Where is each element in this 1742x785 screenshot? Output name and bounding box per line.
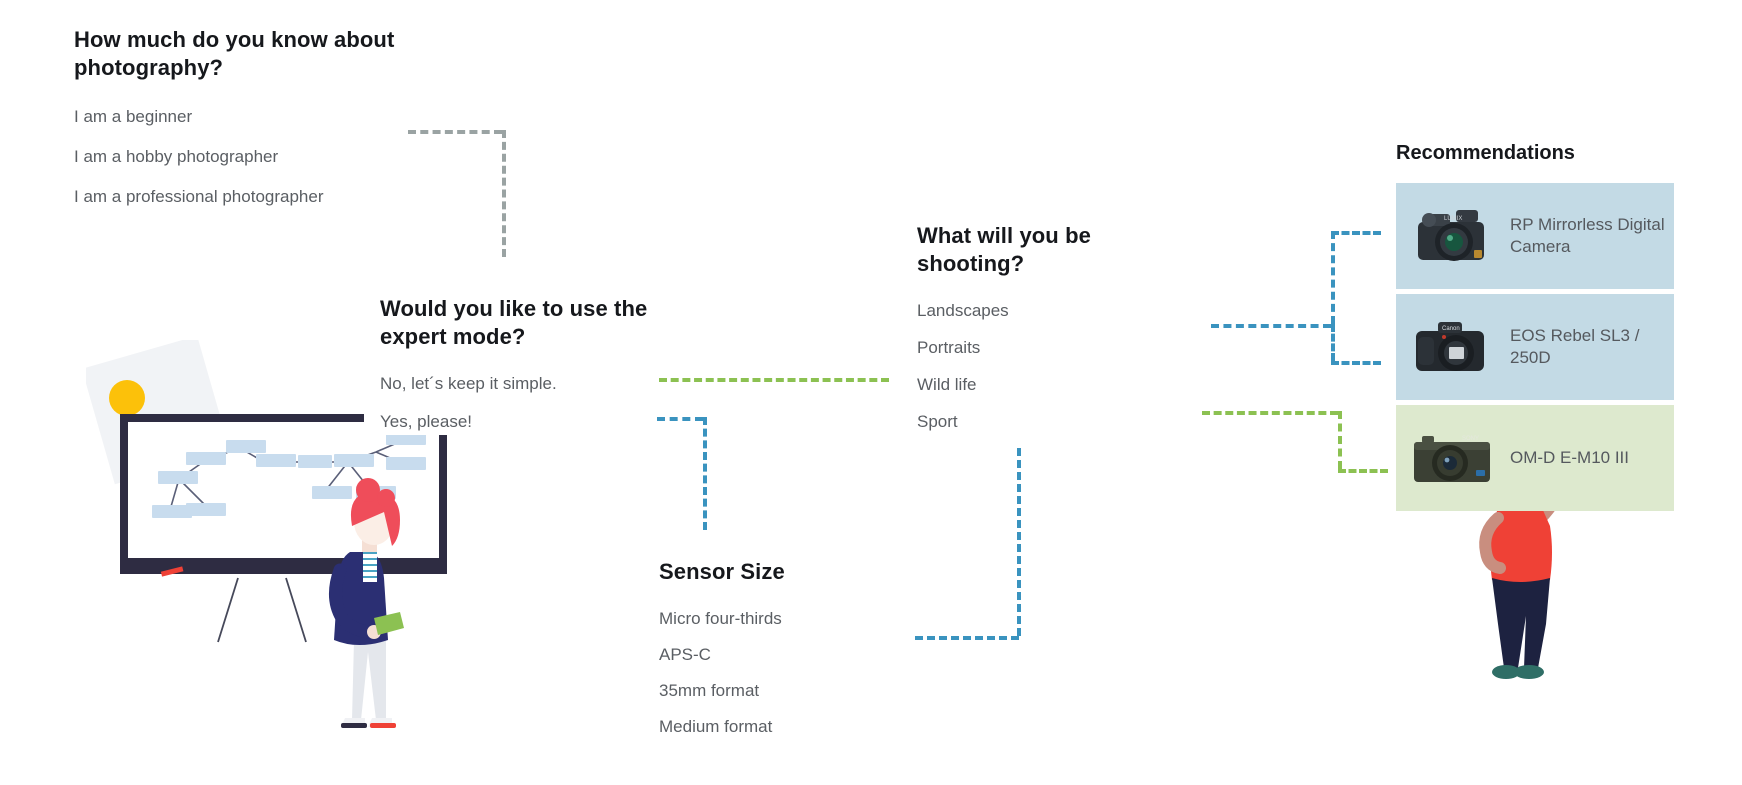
connector-rec-branch-vertical [1331,231,1335,324]
connector-rec-card3-horizontal-top [1202,411,1338,415]
option-professional-photographer[interactable]: I am a professional photographer [74,187,324,206]
camera-compact-icon: SONY [1404,418,1500,498]
connector-rec-card3-vertical [1338,411,1342,469]
connector-q2-yes-horizontal [657,417,703,421]
question-sensor-size: Sensor Size Micro four-thirds APS-C 35mm… [659,558,919,752]
question-title: Sensor Size [659,559,785,584]
connector-rec-branch-horizontal [1211,324,1331,328]
recommendation-label: OM-D E-M10 III [1510,448,1630,467]
connector-q3-vertical [1017,448,1021,636]
connector-rec-card3-horizontal-bottom [1338,469,1388,473]
option-35mm-format[interactable]: 35mm format [659,681,760,700]
option-landscapes[interactable]: Landscapes [917,301,1009,320]
option-micro-four-thirds[interactable]: Micro four-thirds [659,609,782,628]
recommendation-label: RP Mirrorless Digital Camera [1510,215,1665,256]
woman-figure [329,478,404,728]
question-photography-knowledge: How much do you know about photography? … [74,26,404,226]
option-medium-format[interactable]: Medium format [659,717,773,736]
option-sport[interactable]: Sport [917,412,958,431]
connector-q1-vertical [502,130,506,257]
svg-text:LUMIX: LUMIX [1444,216,1462,222]
question-shooting-subject: What will you be shooting? Landscapes Po… [917,222,1167,448]
option-wild-life[interactable]: Wild life [917,375,977,394]
option-aps-c[interactable]: APS-C [659,645,711,664]
connector-rec-card2 [1331,361,1381,365]
option-hobby-photographer[interactable]: I am a hobby photographer [74,147,279,166]
question-title: How much do you know about photography? [74,27,395,80]
recommendations-panel: Recommendations LUMIX RP Mirrorless Digi… [1396,142,1674,516]
question-expert-mode: Would you like to use the expert mode? N… [380,295,670,449]
connector-q3-horizontal [915,636,1019,640]
connector-rec-branch-vertical-2 [1331,324,1335,361]
option-yes-please[interactable]: Yes, please! [380,412,472,431]
camera-dslr-icon: Canon [1404,307,1500,387]
camera-bridge-icon: LUMIX [1404,196,1500,276]
connector-rec-card1 [1331,231,1381,235]
recommendation-card-om-d[interactable]: SONY OM-D E-M10 III [1396,405,1674,511]
option-portraits[interactable]: Portraits [917,338,981,357]
svg-text:Canon: Canon [1442,326,1460,332]
svg-text:SONY: SONY [1462,436,1479,442]
question-title: What will you be shooting? [917,223,1091,276]
question-title: Would you like to use the expert mode? [380,296,648,349]
recommendation-card-rp-mirrorless[interactable]: LUMIX RP Mirrorless Digital Camera [1396,183,1674,289]
recommendation-card-eos-rebel[interactable]: Canon EOS Rebel SL3 / 250D [1396,294,1674,400]
recommendations-heading: Recommendations [1396,142,1575,164]
connector-q2-yes-vertical [703,417,707,530]
connector-q2-no-horizontal [659,378,889,382]
option-beginner[interactable]: I am a beginner [74,107,193,126]
expert-mode-card-background [364,283,480,435]
recommendation-label: EOS Rebel SL3 / 250D [1510,326,1640,367]
connector-q1-horizontal [408,130,502,134]
option-keep-it-simple[interactable]: No, let´s keep it simple. [380,374,557,393]
